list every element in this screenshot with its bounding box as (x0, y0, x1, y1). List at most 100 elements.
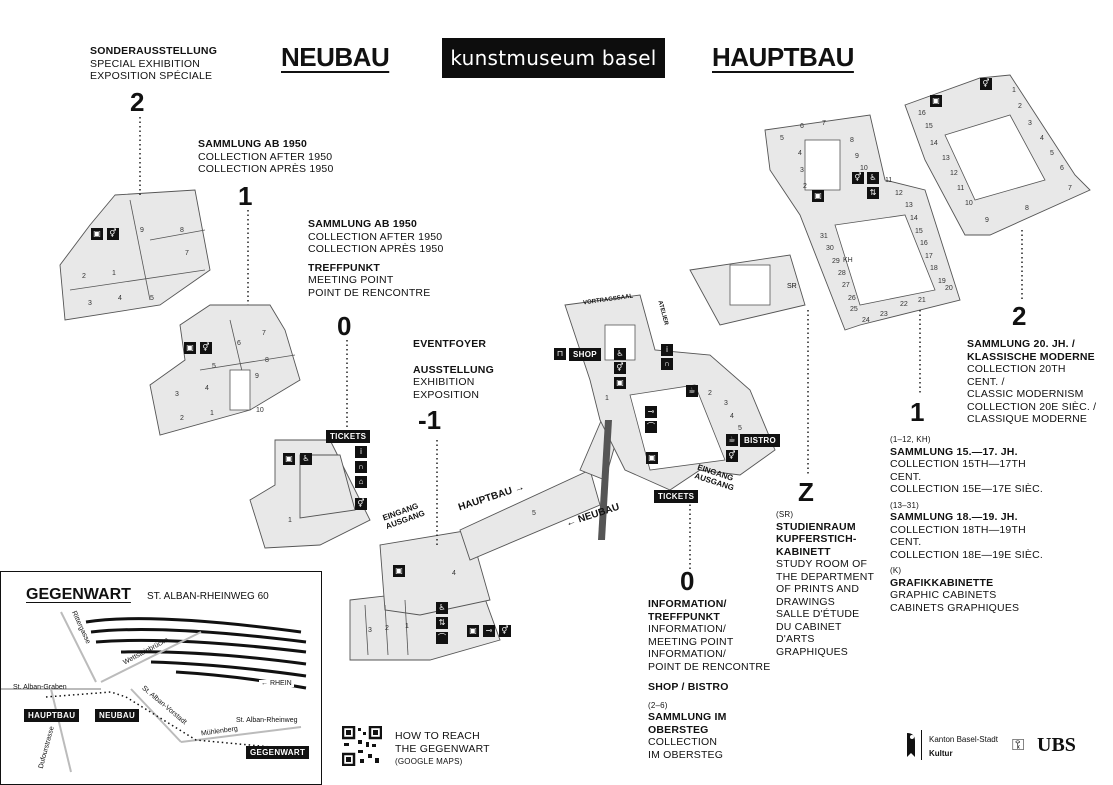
floor-1-title: SAMMLUNG 18.—19. JH. (890, 511, 1018, 523)
svg-text:14: 14 (910, 215, 918, 222)
range-label: (K) (890, 566, 902, 575)
svg-text:5: 5 (532, 510, 536, 517)
svg-text:8: 8 (850, 137, 854, 144)
elevator-icon: ▣ (184, 342, 196, 354)
elevator-icon: ▣ (283, 453, 295, 465)
hauptbau-floor-1-label[interactable]: (1–12, KH) SAMMLUNG 15.—17. JH. COLLECTI… (890, 433, 1050, 614)
canton-line: Kanton Basel-Stadt (929, 735, 998, 744)
floor-2-line: CLASSIQUE MODERNE (967, 413, 1088, 425)
svg-text:15: 15 (925, 123, 933, 130)
svg-text:27: 27 (842, 282, 850, 289)
hauptbau-floor-1-number: 1 (910, 397, 925, 427)
locker-key-icon: ⊸ (645, 406, 657, 418)
floor-0-line: COLLECTION APRÈS 1950 (308, 243, 444, 255)
ubs-keys-icon: ⚿ (1012, 737, 1025, 754)
toilets-icon: ⚥ (980, 78, 992, 90)
floor-0-line: INFORMATION/ (648, 648, 727, 660)
svg-text:12: 12 (950, 170, 958, 177)
svg-text:2: 2 (82, 273, 86, 280)
qr-line: THE GEGENWART (395, 742, 490, 755)
svg-text:10: 10 (965, 200, 973, 207)
svg-text:30: 30 (826, 245, 834, 252)
bistro-tag[interactable]: BISTRO (740, 434, 781, 447)
neubau-map-tag[interactable]: NEUBAU (95, 709, 140, 722)
svg-text:25: 25 (850, 306, 858, 313)
floor-1-title: SAMMLUNG AB 1950 (198, 138, 307, 150)
svg-text:KH: KH (843, 257, 853, 264)
headphones-icon: ∩ (661, 358, 673, 370)
svg-text:1: 1 (210, 410, 214, 417)
svg-text:6: 6 (800, 123, 804, 130)
neubau-floor-2-label[interactable]: SONDERAUSSTELLUNG SPECIAL EXHIBITION EXP… (90, 45, 217, 83)
svg-text:7: 7 (1068, 185, 1072, 192)
svg-text:1: 1 (288, 517, 292, 524)
gegenwart-street-map (1, 611, 307, 773)
svg-text:1: 1 (605, 395, 609, 402)
svg-text:5: 5 (150, 295, 154, 302)
hauptbau-title: HAUPTBAU (712, 42, 854, 72)
toilets-icon: ⚥ (852, 172, 864, 184)
svg-text:26: 26 (848, 295, 856, 302)
svg-text:9: 9 (255, 373, 259, 380)
elevator-icon: ▣ (91, 228, 103, 240)
shop-tag[interactable]: SHOP (569, 348, 601, 361)
wheelchair-icon: ♿ (300, 453, 312, 465)
tickets-tag-hauptbau[interactable]: TICKETS (654, 490, 699, 503)
hauptbau-floor-z-label[interactable]: (SR) STUDIENRAUM KUPFERSTICH-KABINETT ST… (776, 508, 881, 658)
floor-2-line: SPECIAL EXHIBITION (90, 57, 200, 70)
svg-text:3: 3 (800, 167, 804, 174)
floor-0-title: SAMMLUNG AB 1950 (308, 218, 417, 230)
gegenwart-map-tag[interactable]: GEGENWART (246, 746, 310, 759)
neubau-floor-0-number: 0 (337, 311, 352, 341)
floor-0-title2: TREFFPUNKT (308, 261, 380, 274)
floor-0-line: COLLECTION AFTER 1950 (308, 230, 443, 243)
gegenwart-map[interactable]: GEGENWART ST. ALBAN-RHEINWEG 60 Ritterga… (0, 571, 322, 785)
qr-code-icon[interactable] (342, 726, 382, 766)
svg-text:7: 7 (822, 120, 826, 127)
svg-text:13: 13 (942, 155, 950, 162)
hauptbau-map-tag[interactable]: HAUPTBAU (24, 709, 80, 722)
floor-1-line: GRAPHIC CABINETS (890, 589, 997, 601)
svg-text:2: 2 (180, 415, 184, 422)
svg-text:16: 16 (918, 110, 926, 117)
hauptbau-floor-2-label[interactable]: SAMMLUNG 20. JH. / KLASSISCHE MODERNE CO… (967, 338, 1097, 426)
floor-1-title: SAMMLUNG 15.—17. JH. (890, 445, 1018, 458)
cafe-icon: ☕ (726, 434, 738, 446)
shop-bistro-title: SHOP / BISTRO (648, 681, 729, 693)
floor-z-line: DU CABINET D'ARTS (776, 620, 842, 646)
svg-text:2: 2 (1018, 103, 1022, 110)
stairs-icon: ⇅ (436, 617, 448, 629)
floor-z-title: STUDIENRAUM KUPFERSTICH-KABINETT (776, 520, 857, 558)
neubau-floor-1-label[interactable]: SAMMLUNG AB 1950 COLLECTION AFTER 1950 C… (198, 138, 334, 176)
cloakroom-icon: ⌒ (436, 632, 448, 644)
neubau-floor-minus1-label[interactable]: EVENTFOYER AUSSTELLUNG EXHIBITION EXPOSI… (413, 338, 494, 401)
river-label: ← RHEIN (259, 680, 294, 687)
toilets-icon: ⚥ (726, 450, 738, 462)
elevator-icon: ▣ (812, 190, 824, 202)
elevator-icon: ▣ (467, 625, 479, 637)
floor-z-line: THE DEPARTMENT (776, 570, 875, 583)
svg-text:29: 29 (832, 258, 840, 265)
floor-2-title: SAMMLUNG 20. JH. / KLASSISCHE MODERNE (967, 338, 1095, 363)
tickets-tag-neubau[interactable]: TICKETS (326, 430, 371, 443)
floor-minus1-line: EXPOSITION (413, 388, 480, 401)
floor-z-line: GRAPHIQUES (776, 645, 849, 658)
floor-0-line: INFORMATION/ (648, 623, 727, 635)
neubau-title: NEUBAU (281, 42, 390, 72)
qr-caption: HOW TO REACH THE GEGENWART (GOOGLE MAPS) (395, 730, 490, 768)
floor-z-line: DRAWINGS (776, 595, 835, 608)
info-icon: i (355, 446, 367, 458)
canton-line: Kultur (929, 749, 953, 758)
hauptbau-floor-0-label[interactable]: INFORMATION/ TREFFPUNKT INFORMATION/ MEE… (648, 598, 773, 761)
stairs-icon: ⇅ (867, 187, 879, 199)
floor-minus1-line: EXHIBITION (413, 376, 475, 388)
neubau-floor-0-label[interactable]: SAMMLUNG AB 1950 COLLECTION AFTER 1950 C… (308, 218, 444, 299)
svg-text:14: 14 (930, 140, 938, 147)
svg-text:28: 28 (838, 270, 846, 277)
floor-2-line: COLLECTION 20E SIÈC. / (967, 400, 1097, 413)
floor-1-line: COLLECTION APRÈS 1950 (198, 163, 334, 175)
svg-text:3: 3 (368, 627, 372, 634)
svg-text:8: 8 (265, 357, 269, 364)
